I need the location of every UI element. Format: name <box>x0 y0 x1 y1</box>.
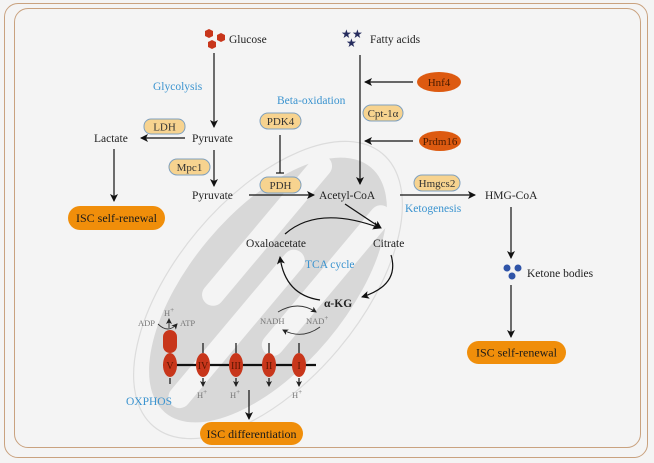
h-label-v: H+ <box>164 306 174 318</box>
svg-text:ISC differentiation: ISC differentiation <box>206 427 296 441</box>
svg-text:ISC self-renewal: ISC self-renewal <box>76 211 158 225</box>
outer-frame <box>4 3 648 458</box>
glucose-icon <box>205 29 225 49</box>
h-label-iii: H+ <box>230 388 240 400</box>
svg-text:III: III <box>231 361 241 372</box>
svg-text:V: V <box>166 361 174 372</box>
nad-nadh-arrow <box>282 326 321 335</box>
svg-text:★: ★ <box>352 27 363 41</box>
ldh-enzyme: LDH <box>143 118 186 135</box>
svg-text:II: II <box>266 361 273 372</box>
cpt1a-enzyme: Cpt-1α <box>362 104 404 122</box>
adp-label: ADP <box>138 318 155 328</box>
h-label-iv: H+ <box>197 388 207 400</box>
pyruvate-label-1: Pyruvate <box>192 133 233 145</box>
lactate-label: Lactate <box>94 133 128 145</box>
nadh-nad-arrow <box>277 305 317 313</box>
glucose-label: Glucose <box>229 34 267 46</box>
oxphos-label: OXPHOS <box>126 396 172 408</box>
svg-text:★: ★ <box>341 27 352 41</box>
tca-cycle-label: TCA cycle <box>305 259 355 271</box>
nadh-label: NADH <box>260 316 285 326</box>
beta-oxidation-label: Beta-oxidation <box>277 95 346 107</box>
acetyl-coa-label: Acetyl-CoA <box>319 190 376 202</box>
svg-text:PDK4: PDK4 <box>267 116 295 128</box>
akg-oxaloacetate-arrow <box>276 256 321 301</box>
complex-ii: II <box>262 343 276 387</box>
h-label-i: H+ <box>292 388 302 400</box>
svg-text:Hnf4: Hnf4 <box>428 77 451 89</box>
svg-text:LDH: LDH <box>153 122 176 134</box>
fatty-acids-label: Fatty acids <box>370 34 421 46</box>
mpc1-enzyme: Mpc1 <box>168 158 211 176</box>
isc-differentiation: ISC differentiation <box>200 422 303 445</box>
ketone-bodies-icon <box>503 264 522 280</box>
citrate-akg-arrow <box>361 254 394 299</box>
nad-label: NAD+ <box>306 314 328 326</box>
isc-self-renewal-left: ISC self-renewal <box>68 206 165 230</box>
hnf4-regulator: Hnf4 <box>417 72 461 92</box>
isc-self-renewal-right: ISC self-renewal <box>467 341 566 364</box>
svg-text:Cpt-1α: Cpt-1α <box>368 108 399 120</box>
svg-text:Mpc1: Mpc1 <box>177 162 203 174</box>
adp-atp-arrow <box>157 323 178 330</box>
complex-i: I <box>292 343 306 387</box>
complex-iii: III <box>229 343 243 387</box>
svg-text:PDH: PDH <box>269 180 291 192</box>
ketone-bodies-label: Ketone bodies <box>527 268 594 280</box>
svg-text:I: I <box>297 361 300 372</box>
pdh-enzyme: PDH <box>259 176 302 194</box>
oxaloacetate-citrate-arrow <box>284 217 381 235</box>
hmg-coa-label: HMG-CoA <box>485 190 538 202</box>
svg-text:ISC self-renewal: ISC self-renewal <box>476 346 558 360</box>
akg-label: α-KG <box>324 298 352 310</box>
citrate-label: Citrate <box>373 238 404 250</box>
pyruvate-label-2: Pyruvate <box>192 190 233 202</box>
hmgcs2-enzyme: Hmgcs2 <box>413 174 461 192</box>
complex-v: V <box>163 330 177 377</box>
oxaloacetate-label: Oxaloacetate <box>246 238 306 250</box>
svg-text:Hmgcs2: Hmgcs2 <box>419 178 456 190</box>
svg-text:IV: IV <box>198 361 209 372</box>
prdm16-regulator: Prdm16 <box>419 131 461 151</box>
svg-text:★: ★ <box>346 36 357 50</box>
glycolysis-label: Glycolysis <box>153 81 203 93</box>
ketogenesis-label: Ketogenesis <box>405 203 462 215</box>
pdk4-enzyme: PDK4 <box>259 112 302 130</box>
fatty-acids-icon: ★ ★ ★ <box>341 27 363 50</box>
complex-iv: IV <box>196 343 210 387</box>
atp-label: ATP <box>180 318 195 328</box>
svg-text:Prdm16: Prdm16 <box>423 136 458 148</box>
